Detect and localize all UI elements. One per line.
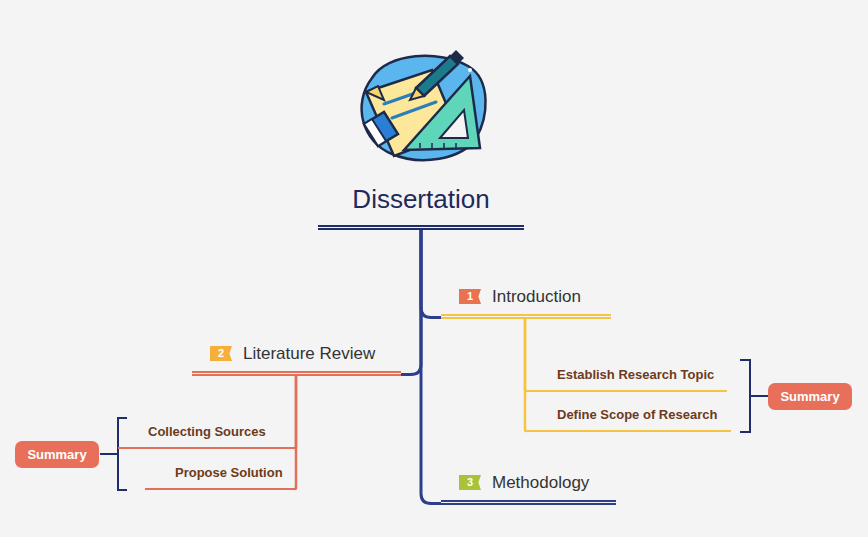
branch-line: [294, 376, 296, 489]
branch-topic: 2 Literature Review: [192, 344, 401, 376]
callout-number: 1: [459, 289, 481, 304]
subtopic: Define Scope of Research: [527, 407, 731, 432]
summary-pill: Summary: [768, 383, 851, 410]
node-text: Summary: [27, 447, 86, 462]
node-text: Define Scope of Research: [557, 407, 717, 422]
branch-topic: 3 Methodology: [441, 473, 616, 505]
branch-line: [401, 230, 421, 375]
node-text: Methodology: [492, 473, 589, 492]
node-text: Literature Review: [243, 344, 375, 363]
summary-pill: Summary: [15, 441, 98, 468]
sparkle: [371, 147, 374, 150]
branch-topic: 1 Introduction: [441, 287, 611, 319]
blob: [362, 56, 486, 160]
node-text: Introduction: [492, 287, 581, 306]
pen: [410, 50, 464, 100]
root-topic: Dissertation: [318, 184, 524, 230]
node-text: Propose Solution: [175, 465, 283, 480]
subtopic: Establish Research Topic: [527, 367, 727, 392]
node-text: Dissertation: [352, 184, 489, 214]
triangle-ruler: [404, 76, 480, 150]
subtopic: Propose Solution: [145, 465, 294, 490]
node-text: Collecting Sources: [148, 424, 266, 439]
eraser: [364, 112, 398, 146]
branch-line: [421, 230, 441, 318]
summary-bracket: [100, 418, 127, 490]
subtopic: Collecting Sources: [118, 424, 294, 449]
callout-number: 3: [459, 475, 481, 490]
node-text: Establish Research Topic: [557, 367, 714, 382]
callout-number: 2: [210, 346, 232, 361]
summary-bracket: [740, 360, 768, 432]
branch-line: [421, 230, 441, 504]
sparkle: [468, 68, 472, 72]
node-text: Summary: [780, 389, 839, 404]
